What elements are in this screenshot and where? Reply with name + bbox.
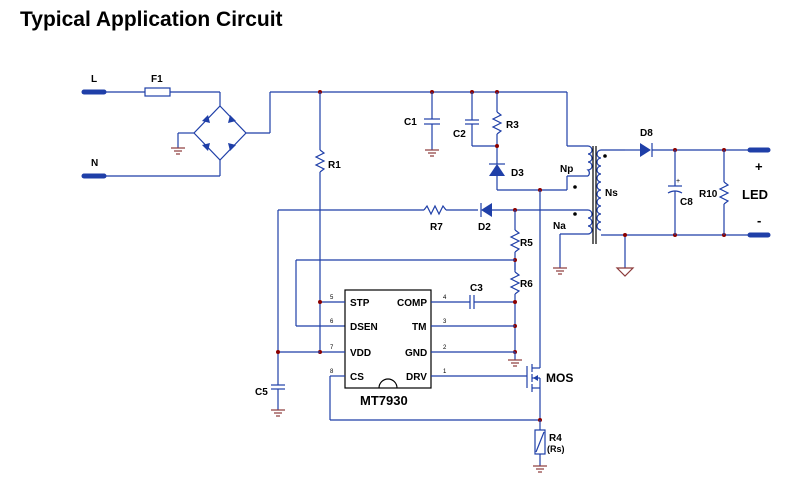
- page-title: Typical Application Circuit: [20, 8, 283, 31]
- ground-c5: [271, 409, 285, 417]
- resistor-r3: [491, 92, 503, 164]
- label-d8: D8: [640, 128, 653, 139]
- label-minus: -: [757, 213, 761, 228]
- label-r4: R4: [549, 433, 562, 444]
- capacitor-c2: [465, 92, 497, 147]
- label-c8: C8: [680, 197, 693, 208]
- pin-num-vdd: 7: [330, 345, 334, 351]
- ground-bridge: [171, 147, 185, 155]
- pin-tm: TM: [412, 322, 426, 333]
- label-led: LED: [742, 187, 768, 202]
- pin-num-drv: 1: [443, 369, 447, 375]
- label-r5: R5: [520, 238, 533, 249]
- pin-num-stp: 5: [330, 295, 334, 301]
- ground-secondary: [615, 267, 635, 277]
- pin-num-dsen: 6: [330, 319, 334, 325]
- svg-text:+: +: [676, 178, 680, 185]
- label-c3: C3: [470, 283, 483, 294]
- pin-num-gnd: 2: [443, 345, 447, 351]
- junction-dot: [318, 300, 322, 304]
- diode-d3: [489, 163, 588, 191]
- fuse-f1: [104, 87, 220, 97]
- resistor-r7: [278, 204, 478, 216]
- label-rs: (Rs): [547, 444, 565, 454]
- label-d3: D3: [511, 168, 524, 179]
- label-r1: R1: [328, 160, 341, 171]
- label-c2: C2: [453, 129, 466, 140]
- dsen-loop-wire: [295, 259, 515, 327]
- output-stage: [624, 143, 750, 268]
- capacitor-c1: [424, 92, 440, 150]
- pin-drv: DRV: [406, 372, 427, 383]
- ground-ic: [508, 352, 522, 367]
- label-c1: C1: [404, 117, 417, 128]
- ic-name: MT7930: [360, 393, 408, 408]
- label-na: Na: [553, 221, 566, 232]
- junction-dot: [513, 300, 517, 304]
- label-r10: R10: [699, 189, 718, 200]
- ground-r4: [533, 465, 547, 473]
- label-d2: D2: [478, 222, 491, 233]
- label-np: Np: [560, 164, 573, 175]
- pin-vdd: VDD: [350, 348, 371, 359]
- junction-dot: [276, 350, 280, 354]
- capacitor-c8: +: [667, 150, 683, 235]
- pin-num-cs: 8: [330, 369, 334, 375]
- ic-mt7930: [344, 289, 432, 389]
- label-c5: C5: [255, 387, 268, 398]
- pin-comp: COMP: [397, 298, 427, 309]
- resistor-r4: [534, 420, 546, 466]
- label-f1: F1: [151, 74, 163, 85]
- label-n: N: [91, 158, 98, 169]
- label-ns: Ns: [605, 188, 618, 199]
- capacitor-c3: [469, 295, 515, 309]
- cs-sense-wire: [329, 376, 540, 421]
- ground-aux: [553, 267, 567, 275]
- label-r7: R7: [430, 222, 443, 233]
- resistor-r1: [314, 92, 326, 352]
- diode-d2: [480, 203, 515, 217]
- pin-num-comp: 4: [443, 295, 447, 301]
- transformer: [573, 145, 625, 244]
- resistor-r10: [718, 150, 730, 235]
- pin-gnd: GND: [405, 348, 427, 359]
- bridge-rectifier: [104, 92, 271, 177]
- junction-dot: [495, 144, 499, 148]
- ic-right-pins: [431, 301, 527, 377]
- ground-c1: [425, 149, 439, 157]
- label-mos: MOS: [546, 371, 573, 385]
- pin-dsen: DSEN: [350, 322, 378, 333]
- label-r6: R6: [520, 279, 533, 290]
- mosfet: [526, 190, 541, 420]
- capacitor-c5: [271, 210, 320, 410]
- resistor-r6: [509, 260, 521, 352]
- pin-cs: CS: [350, 372, 364, 383]
- pin-num-tm: 3: [443, 319, 447, 325]
- aux-winding-wires: [515, 209, 588, 268]
- ic-left-pins: [320, 301, 345, 377]
- label-r3: R3: [506, 120, 519, 131]
- label-plus: +: [755, 159, 763, 174]
- pin-stp: STP: [350, 298, 370, 309]
- junction-dot: [623, 233, 627, 237]
- label-l: L: [91, 74, 97, 85]
